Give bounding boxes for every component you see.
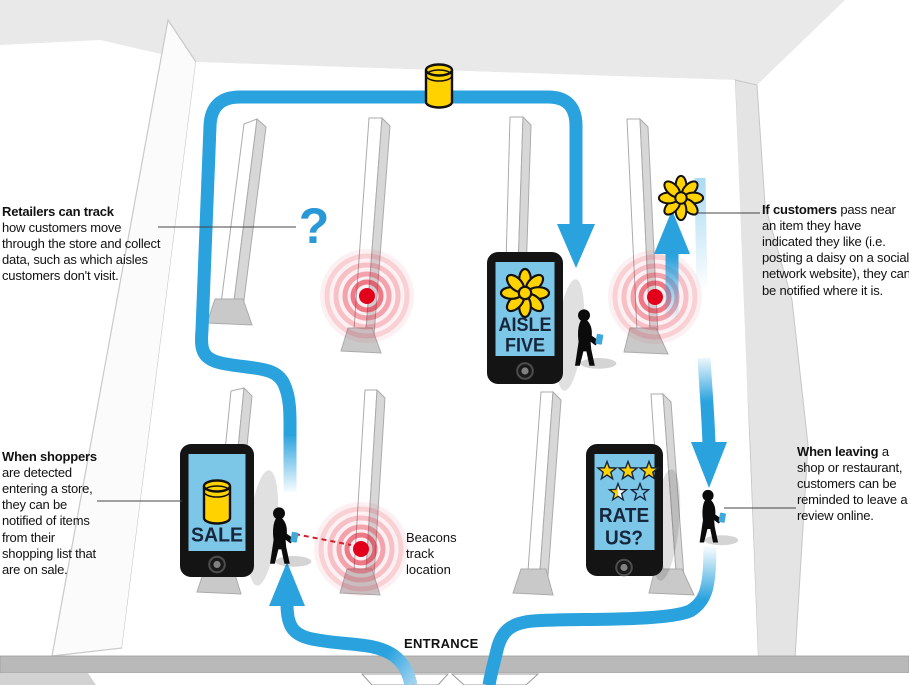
annotation-lead: When shoppers xyxy=(2,449,97,464)
annotation-lead: If customers xyxy=(762,202,837,217)
beacon-ripple-icon xyxy=(608,250,702,344)
annotation-body: how customers move through the store and… xyxy=(2,220,161,284)
arrow-down-aisle-five xyxy=(557,224,595,268)
phone-aisle-five: AISLE FIVE xyxy=(487,252,585,391)
front-wall-ledge xyxy=(0,655,909,674)
home-button xyxy=(516,362,534,380)
daisy-icon xyxy=(499,267,551,319)
annotation-body: are detected entering a store, they can … xyxy=(2,465,96,577)
question-mark: ? xyxy=(299,198,330,254)
sale-label: SALE xyxy=(191,524,243,547)
phone-rate-us: RATE US? xyxy=(586,444,681,581)
daisy-icon xyxy=(657,174,705,222)
arrow-up-daisy xyxy=(654,210,690,254)
front-wall-face xyxy=(0,673,909,685)
annotation-lead: When leaving xyxy=(797,444,879,459)
beacon-signal-dashed-line xyxy=(294,533,352,546)
aisle-label-line2: FIVE xyxy=(505,334,545,356)
entrance-label: ENTRANCE xyxy=(404,636,479,651)
path-enter xyxy=(280,603,418,685)
annotation-body: a shop or restaurant, customers can be r… xyxy=(797,444,908,524)
path-main-loop xyxy=(195,90,583,437)
home-button xyxy=(208,555,226,574)
arrow-down-exit xyxy=(691,442,727,488)
path-exit xyxy=(482,544,717,685)
annotation-customers: If customers pass near an item they have… xyxy=(762,202,909,299)
rate-label-line1: RATE xyxy=(599,505,649,528)
back-wall xyxy=(0,0,845,85)
front-wall-corner xyxy=(0,673,96,685)
arrow-up-entry xyxy=(269,562,305,606)
phone-sale: SALE xyxy=(180,444,279,586)
annotation-leaving: When leaving a shop or restaurant, custo… xyxy=(797,444,909,525)
rate-label-line2: US? xyxy=(605,527,643,550)
home-button xyxy=(615,558,633,577)
phone-shadow xyxy=(247,470,279,586)
cylinder-icon xyxy=(202,479,232,525)
annotation-lead: Retailers can track xyxy=(2,204,114,219)
aisle-shelf xyxy=(206,117,267,326)
beacon-caption: Beacons track location xyxy=(406,530,457,577)
aisle-shelf xyxy=(512,390,562,596)
aisle-label-line1: AISLE xyxy=(498,314,551,336)
path-down-right xyxy=(697,357,716,445)
beacon-cylinder-icon xyxy=(424,63,454,109)
annotation-body: pass near an item they have indicated th… xyxy=(762,202,909,298)
beacon-ripple-icon xyxy=(320,249,414,343)
beacon-ripple-icon xyxy=(314,502,408,596)
